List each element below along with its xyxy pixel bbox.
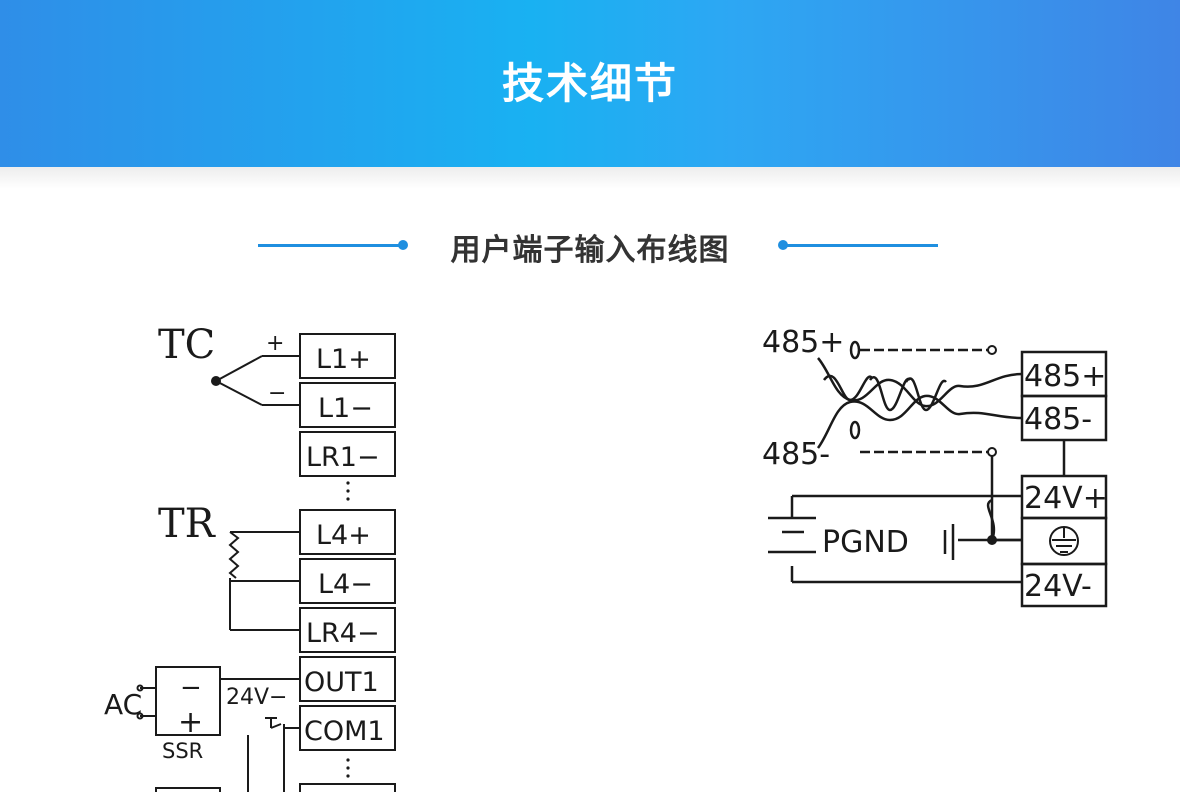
tc-plus-sign: +: [266, 331, 284, 356]
terminal-label: LR4−: [306, 618, 380, 649]
tc-label: TC: [158, 322, 215, 368]
terminal-box-next: [299, 783, 396, 792]
header-shadow: [0, 167, 1180, 189]
section-rule-left: [258, 244, 403, 247]
terminal-label: OUT1: [304, 667, 379, 698]
terminal-label: L1+: [316, 344, 371, 375]
tc-wire-upper: [215, 355, 263, 382]
terminal-label: L4+: [316, 520, 371, 551]
section-dot-left: [398, 240, 408, 250]
terminal-label: 485+: [1024, 359, 1106, 394]
terminal-label: L4−: [318, 569, 373, 600]
label-485-minus: 485-: [762, 437, 830, 472]
page-title: 技术细节: [501, 59, 678, 108]
terminal-label: 24V+: [1024, 481, 1108, 516]
ssr-minus-sign: −: [180, 673, 202, 703]
terminal-box-lr1-minus: [299, 431, 396, 477]
terminal-label: 24V-: [1024, 569, 1092, 604]
terminal-box-24v-minus: [1020, 562, 1108, 608]
terminal-label: L1−: [318, 393, 373, 424]
ac-label: AC: [104, 688, 142, 721]
section-title: 用户端子输入布线图: [450, 233, 730, 268]
label-485-plus: 485+: [762, 325, 844, 360]
tr-label: TR: [158, 501, 217, 547]
ssr-box: [155, 666, 221, 736]
terminal-label: COM1: [304, 716, 385, 747]
terminal-label: 485-: [1024, 402, 1092, 437]
terminal-label: LR1−: [306, 442, 380, 473]
v24-minus-label: 24V−: [226, 685, 287, 710]
tc-wire-lower: [215, 380, 263, 406]
tc-minus-sign: −: [268, 381, 286, 406]
ssr-label: SSR: [162, 739, 203, 763]
section-rule-right: [783, 244, 938, 247]
header-banner: [0, 0, 1180, 167]
tc-junction-dot: [211, 376, 221, 386]
earth-ground-icon: [1049, 526, 1079, 556]
tr-resistor: [228, 531, 240, 579]
twisted-pair-wire-b: [816, 394, 1023, 449]
ssr-plus-sign: +: [178, 705, 203, 740]
pgnd-label: PGND: [822, 525, 909, 560]
